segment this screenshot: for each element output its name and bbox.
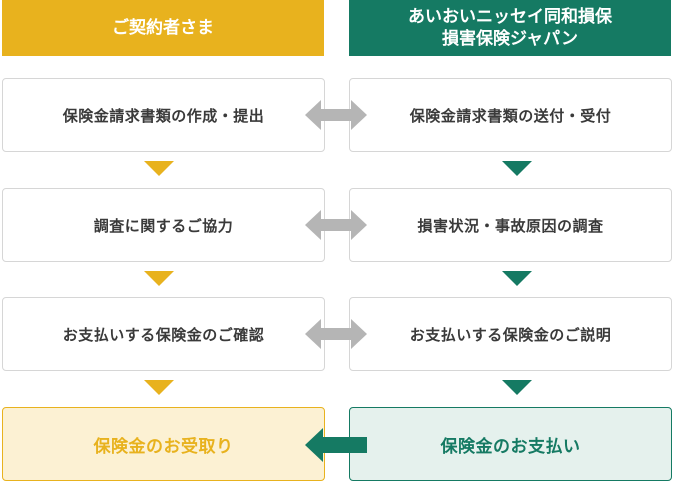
step-left-2: 調査に関するご協力 bbox=[2, 188, 325, 262]
double-arrow-icon bbox=[305, 100, 367, 130]
header-insurer-line1: あいおいニッセイ同和損保 bbox=[408, 7, 612, 27]
down-arrow-icon bbox=[502, 161, 532, 176]
step-right-final: 保険金のお支払い bbox=[349, 407, 672, 481]
step-left-1-label: 保険金請求書類の作成・提出 bbox=[62, 106, 265, 125]
step-left-1: 保険金請求書類の作成・提出 bbox=[2, 78, 325, 152]
step-right-final-label: 保険金のお支払い bbox=[440, 436, 581, 457]
step-right-3: お支払いする保険金のご説明 bbox=[349, 297, 672, 371]
double-arrow-icon bbox=[305, 319, 367, 349]
step-right-1: 保険金請求書類の送付・受付 bbox=[349, 78, 672, 152]
header-customer: ご契約者さま bbox=[2, 0, 324, 56]
header-customer-label: ご契約者さま bbox=[112, 18, 214, 38]
step-right-2: 損害状況・事故原因の調査 bbox=[349, 188, 672, 262]
down-arrow-icon bbox=[502, 271, 532, 286]
step-left-2-label: 調査に関するご協力 bbox=[93, 216, 234, 235]
down-arrow-icon bbox=[144, 380, 174, 395]
step-right-1-label: 保険金請求書類の送付・受付 bbox=[409, 106, 612, 125]
step-left-3-label: お支払いする保険金のご確認 bbox=[62, 325, 265, 344]
header-insurer: あいおいニッセイ同和損保 損害保険ジャパン bbox=[349, 0, 671, 56]
header-insurer-line2: 損害保険ジャパン bbox=[442, 29, 578, 49]
step-right-3-label: お支払いする保険金のご説明 bbox=[409, 325, 612, 344]
down-arrow-icon bbox=[144, 161, 174, 176]
down-arrow-icon bbox=[502, 380, 532, 395]
step-right-2-label: 損害状況・事故原因の調査 bbox=[417, 216, 604, 235]
step-left-final-label: 保険金のお受取り bbox=[93, 436, 234, 457]
step-left-3: お支払いする保険金のご確認 bbox=[2, 297, 325, 371]
step-left-final: 保険金のお受取り bbox=[2, 407, 325, 481]
double-arrow-icon bbox=[305, 210, 367, 240]
down-arrow-icon bbox=[144, 271, 174, 286]
left-arrow-icon bbox=[305, 428, 367, 462]
